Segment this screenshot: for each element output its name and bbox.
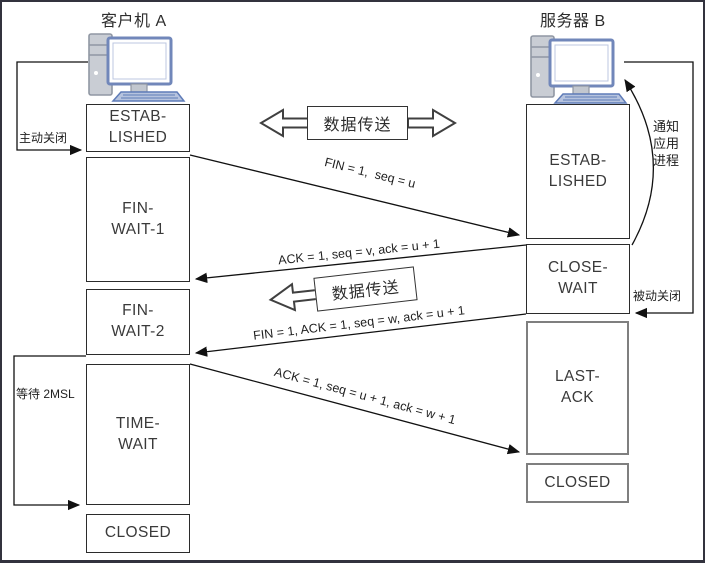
passive-close-arrow bbox=[624, 61, 694, 319]
server-title: 服务器 B bbox=[540, 13, 606, 30]
fin-ack-segment-arrow bbox=[194, 313, 527, 357]
client-title: 客户机 A bbox=[101, 13, 167, 30]
active-close-arrow bbox=[16, 61, 88, 156]
state-client-fin-wait-2: FIN- WAIT-2 bbox=[86, 289, 190, 355]
server-computer-icon bbox=[529, 34, 628, 105]
fin-segment-arrow bbox=[189, 154, 521, 238]
state-server-close-wait: CLOSE- WAIT bbox=[526, 244, 630, 314]
state-server-last-ack: LAST- ACK bbox=[526, 321, 629, 455]
state-client-established: ESTAB- LISHED bbox=[86, 104, 190, 152]
wait-2msl-arrow bbox=[13, 355, 86, 511]
passive-close-label: 被动关闭 bbox=[633, 289, 682, 303]
data-transfer-right-block-arrow-icon bbox=[407, 108, 457, 138]
notify-app-arrow bbox=[624, 79, 654, 246]
data-transfer-top-box: 数据传送 bbox=[307, 106, 408, 140]
state-server-established: ESTAB- LISHED bbox=[526, 104, 630, 239]
client-computer-icon bbox=[87, 32, 186, 103]
state-server-closed: CLOSED bbox=[526, 463, 629, 503]
state-client-closed: CLOSED bbox=[86, 514, 190, 553]
state-client-time-wait: TIME- WAIT bbox=[86, 364, 190, 505]
data-transfer-left-block-arrow-icon bbox=[259, 108, 309, 138]
ack-segment-arrow bbox=[194, 244, 527, 284]
last-ack-segment-arrow bbox=[189, 363, 521, 455]
state-client-fin-wait-1: FIN- WAIT-1 bbox=[86, 157, 190, 282]
active-close-label: 主动关闭 bbox=[19, 131, 68, 145]
notify-app-label: 通知 应用 进程 bbox=[653, 119, 680, 169]
data-transfer-mid-block-arrow-icon bbox=[268, 282, 318, 312]
wait-2msl-label: 等待 2MSL bbox=[16, 387, 75, 401]
